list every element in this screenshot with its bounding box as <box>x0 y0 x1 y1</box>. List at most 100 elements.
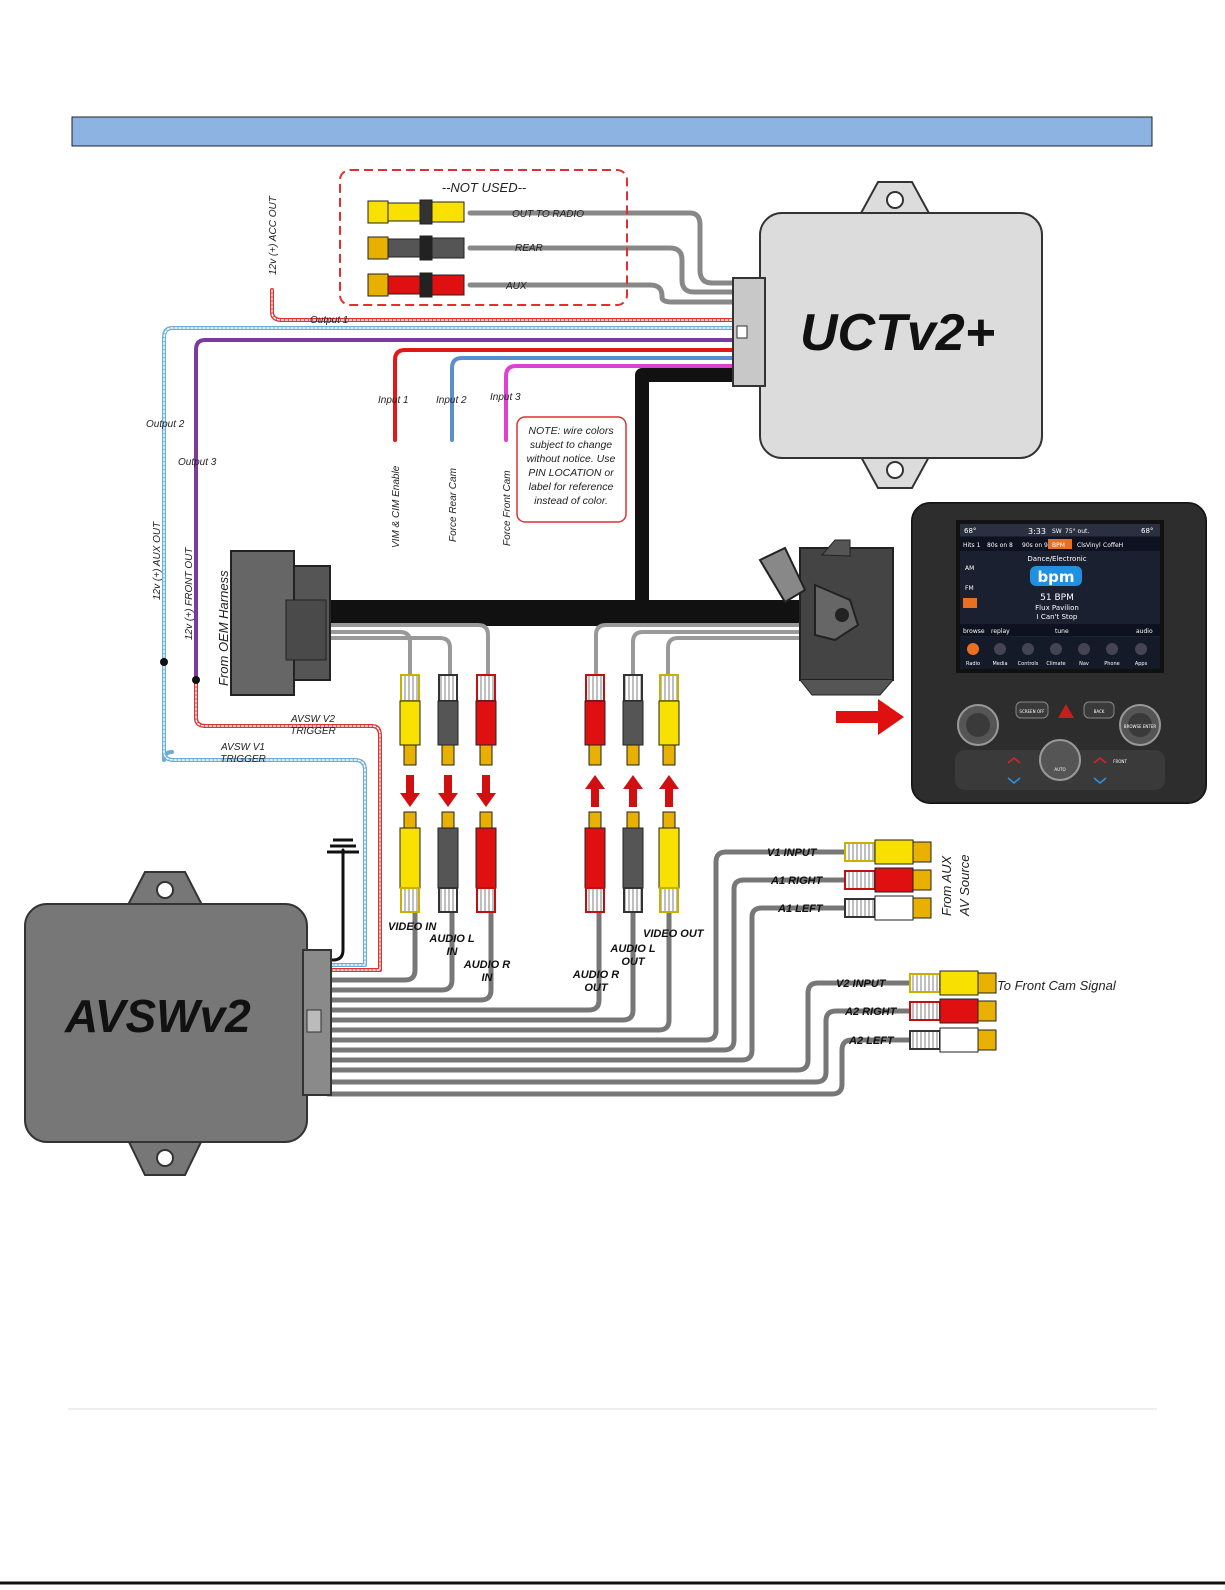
radio-preset-2: 80s on 8 <box>987 542 1013 549</box>
svg-text:AVSW V1: AVSW V1 <box>220 742 265 753</box>
radio-temp-right: 68° <box>1141 527 1153 535</box>
output2-label: Output 2 <box>146 419 185 430</box>
rca-plug-audio-l-in-lower <box>437 811 459 913</box>
trigger-v2-label: AVSW V2 TRIGGER <box>290 714 336 737</box>
aux-input-jacks <box>844 839 932 921</box>
svg-text:OUT: OUT <box>584 982 609 994</box>
radio-app-radio: Radio <box>966 661 980 667</box>
aux-out-label: 12v (+) AUX OUT <box>152 521 163 600</box>
not-used-box <box>339 169 628 306</box>
radio-browse-enter: BROWSE ENTER <box>1124 724 1156 729</box>
rca-upper-group <box>399 674 680 766</box>
front-out-label: 12v (+) FRONT OUT <box>184 547 195 640</box>
rca-jack-v1 <box>844 839 932 865</box>
rca-plug-audio-l-out-lower <box>622 811 644 913</box>
rca-plug-audio-r-out-upper <box>584 674 606 766</box>
input3-label: Input 3 <box>490 392 521 403</box>
front-cam-signal-label: To Front Cam Signal <box>997 978 1117 993</box>
svg-text:AUDIO R: AUDIO R <box>463 959 511 971</box>
cam-input-jacks <box>909 970 997 1053</box>
rca-plug-video-out-upper <box>658 674 680 766</box>
splice-dot <box>192 676 200 684</box>
radio-front: FRONT <box>1113 759 1127 764</box>
force-front-label: Force Front Cam <box>502 470 513 546</box>
radio-preset-5: ClsVinyl <box>1077 542 1101 549</box>
a2-left-label: A2 LEFT <box>848 1035 895 1047</box>
uct-module <box>732 181 1043 489</box>
radio-sw: SW <box>1052 528 1062 535</box>
rca-jack-a2-left <box>909 1027 997 1053</box>
radio-screen-off: SCREEN OFF <box>1019 709 1045 714</box>
radio-tune: tune <box>1055 628 1069 635</box>
audio-r-out-label: AUDIO R OUT <box>572 969 620 994</box>
svg-text:instead of color.: instead of color. <box>534 495 608 507</box>
a1-left-label: A1 LEFT <box>777 903 824 915</box>
svg-text:OUT: OUT <box>621 956 646 968</box>
rca-jack-a1-right <box>844 867 932 893</box>
radio-connector <box>758 539 894 696</box>
rca-plug-audio-r-in-upper <box>475 674 497 766</box>
uct-name: UCTv2+ <box>800 304 995 362</box>
rca-plug-video-out-lower <box>658 811 680 913</box>
input2-label: Input 2 <box>436 395 467 406</box>
radio-browse: browse <box>963 628 985 635</box>
rca-plug-audio-l-out-upper <box>622 674 644 766</box>
header-bar <box>71 116 1153 147</box>
radio-head-unit: 68° 3:33 SW 75° out. 68° Hits 1 80s on 8… <box>911 502 1207 804</box>
radio-preset-1: Hits 1 <box>963 542 981 549</box>
video-in-label: VIDEO IN <box>388 921 437 933</box>
svg-text:AUDIO L: AUDIO L <box>428 933 475 945</box>
arrow-to-radio-icon <box>836 699 904 735</box>
svg-text:IN: IN <box>447 946 459 958</box>
ground-symbol <box>327 838 359 854</box>
rca-plug-video-in-lower <box>399 811 421 913</box>
svg-text:From AUX: From AUX <box>939 854 954 916</box>
wires <box>162 210 913 1097</box>
radio-song: I Can't Stop <box>1037 613 1078 621</box>
radio-genre: Dance/Electronic <box>1027 555 1086 563</box>
svg-text:subject to change: subject to change <box>530 439 612 451</box>
video-out-label: VIDEO OUT <box>643 928 705 940</box>
radio-app-climate: Climate <box>1046 661 1065 667</box>
not-used-aux: AUX <box>505 281 527 292</box>
svg-text:AUDIO L: AUDIO L <box>609 943 656 955</box>
svg-text:AV Source: AV Source <box>957 855 972 917</box>
svg-text:AUDIO R: AUDIO R <box>572 969 620 981</box>
radio-replay: replay <box>991 628 1010 635</box>
audio-l-in-label: AUDIO L IN <box>428 933 475 958</box>
v1-input-label: V1 INPUT <box>767 847 818 859</box>
svg-text:without notice. Use: without notice. Use <box>527 453 616 465</box>
radio-temp-left: 68° <box>964 527 976 535</box>
svg-text:AVSW V2: AVSW V2 <box>290 714 335 725</box>
oem-harness-connector <box>230 550 331 696</box>
radio-auto: AUTO <box>1054 767 1065 772</box>
note-box <box>516 416 627 523</box>
aux-source-label: From AUX AV Source <box>939 854 972 917</box>
rca-plug-video-in-upper <box>399 674 421 766</box>
vim-cim-label: VIM & CIM Enable <box>391 465 402 548</box>
rca-arrows <box>400 775 679 807</box>
rca-plug-audio-r-out-lower <box>584 811 606 913</box>
rca-jack-v2 <box>909 970 997 996</box>
audio-r-in-label: AUDIO R IN <box>463 959 511 984</box>
audio-l-out-label: AUDIO L OUT <box>609 943 656 968</box>
svg-text:NOTE: wire colors: NOTE: wire colors <box>528 425 614 437</box>
output3-label: Output 3 <box>178 457 217 468</box>
radio-logo: bpm <box>1037 568 1074 586</box>
not-used-title: --NOT USED-- <box>442 180 527 195</box>
not-used-rear: REAR <box>515 243 543 254</box>
rca-plug-black <box>367 235 465 261</box>
a2-right-label: A2 RIGHT <box>844 1006 898 1018</box>
rca-plug-audio-r-in-lower <box>475 811 497 913</box>
radio-artist: Flux Pavilion <box>1035 604 1079 612</box>
radio-audio: audio <box>1136 628 1153 635</box>
avsw-module <box>24 871 332 1176</box>
svg-text:PIN LOCATION or: PIN LOCATION or <box>528 467 614 479</box>
rca-jack-a1-left <box>844 895 932 921</box>
v2-input-label: V2 INPUT <box>836 978 887 990</box>
radio-app-apps: Apps <box>1135 661 1148 667</box>
rca-plug-red <box>367 272 465 298</box>
a1-right-label: A1 RIGHT <box>770 875 824 887</box>
